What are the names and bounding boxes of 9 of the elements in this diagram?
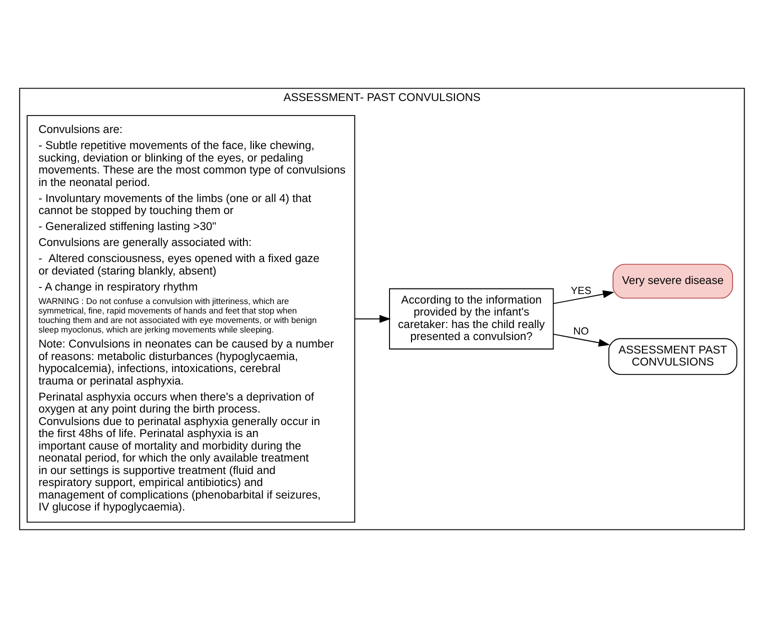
arrow — [354, 314, 391, 322]
edge-label: NO — [573, 326, 589, 338]
node-box: Very severe disease — [612, 263, 734, 298]
edge-label: YES — [570, 286, 592, 297]
node-box: According to the information provided by the infant's caretaker: has the child really presented a convulsion? — [389, 288, 554, 349]
node-box: ASSESSMENT PAST CONVULSIONS — [608, 338, 738, 374]
arrow — [553, 333, 610, 346]
node-box: Convulsions are: - Subtle repetitive movements of the face, like chewing, sucking, deviation or blinking of the eyes, or pedaling movements. These are the most common type of convulsions in the neonatal period. - Involuntary movements of the limbs (one or all 4) that cannot be stopped by touching them or - Generalized stiffening lasting >30" Convulsions are generally associated with: - Altered consciousness, eyes opened with a fixed gaze or deviated (staring blankly, absent) - A change in respiratory rhythm WARNING : Do not confuse a convulsion with jitteriness, which are symmetrical, fine, rapid movements of hands and feet that stop when touching them and are not associated with eye movements, or with benign sleep myoclonus, which are jerking movements while sleeping. Note: Convulsions in neonates can be caused by a number of reasons: metabolic disturbances (hypoglycaemia, hypocalcemia), infections, intoxications, cerebral trauma or perinatal asphyxia. Perinatal asphyxia occurs when there's a deprivation of oxygen at any point during the birth process. Convulsions due to perinatal asphyxia generally occur in the first 48hs of life. Perinatal asphyxia is an important cause of mortality and morbidity during the neonatal period, for which the only available treatment in our settings is supportive treatment (fluid and respiratory support, empirical antibiotics) and management of complications (phenobarbital if seizures, IV glucose if hypoglycaemia). — [26, 114, 356, 522]
arrow — [553, 290, 614, 304]
